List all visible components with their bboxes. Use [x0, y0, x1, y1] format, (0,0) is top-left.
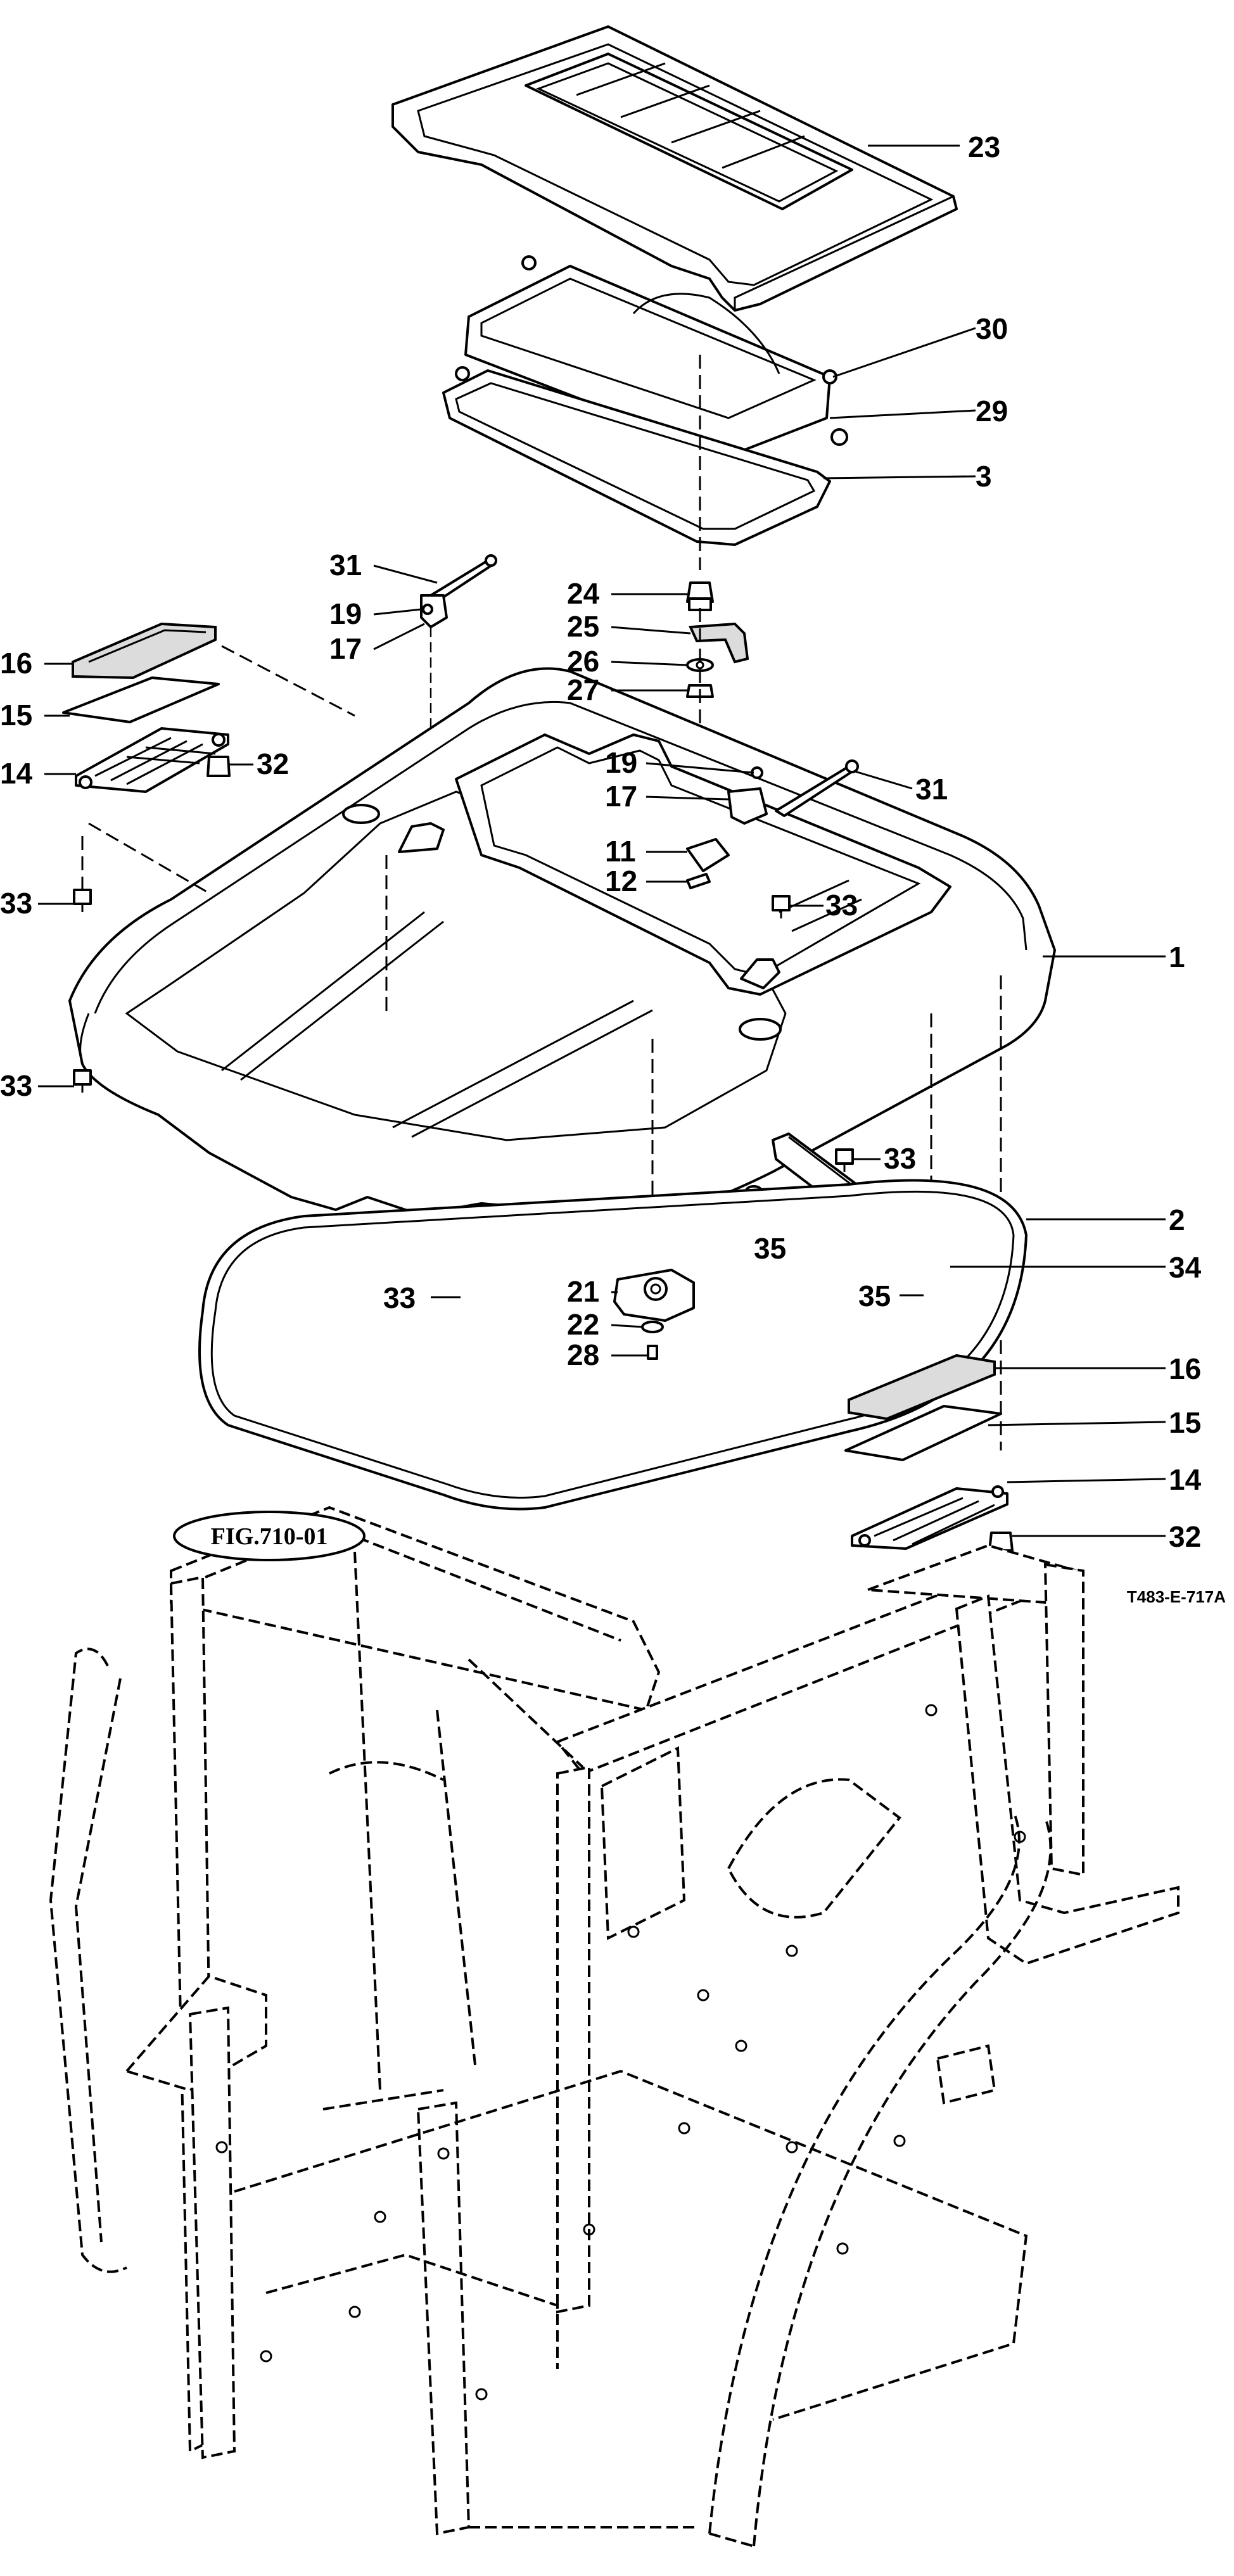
- callout-33-left-lower: 33: [0, 1069, 32, 1102]
- bolt-33-b: [73, 1069, 92, 1093]
- callout-28: 28: [567, 1338, 599, 1371]
- callout-15-left: 15: [0, 699, 32, 732]
- callout-12: 12: [605, 865, 637, 898]
- callout-35-right: 35: [858, 1279, 891, 1312]
- callout-33-center: 33: [383, 1281, 416, 1314]
- drawing-code: T483-E-717A: [1127, 1587, 1226, 1606]
- cab-frame: [49, 1506, 1180, 2547]
- callout-35-left: 35: [754, 1232, 786, 1265]
- callout-31-right: 31: [915, 773, 948, 806]
- bolt-33-d: [835, 1148, 854, 1172]
- callout-27: 27: [567, 673, 599, 706]
- callout-23: 23: [968, 130, 1000, 163]
- callout-32-left: 32: [257, 747, 289, 780]
- callout-29: 29: [976, 395, 1008, 428]
- leader-lines: [38, 144, 1166, 1537]
- callout-15-right: 15: [1169, 1406, 1201, 1439]
- callout-17-upper: 17: [329, 632, 362, 665]
- callout-labels: 23 30 29 3 31 19 17 24 25 26 27 16 15 14…: [0, 130, 1202, 1553]
- callout-33-left-upper: 33: [0, 887, 32, 920]
- handle-assembly: [686, 581, 749, 1007]
- callout-30: 30: [976, 312, 1008, 345]
- callout-31-upper: 31: [329, 549, 362, 581]
- callout-17-right: 17: [605, 780, 637, 813]
- callout-3: 3: [976, 460, 992, 493]
- callout-33-right-upper: 33: [825, 889, 858, 922]
- figure-reference[interactable]: FIG.710-01: [173, 1511, 366, 1561]
- callout-16-right: 16: [1169, 1352, 1201, 1385]
- callout-1: 1: [1169, 941, 1185, 974]
- roof-seal: [442, 355, 831, 570]
- callout-16-left: 16: [0, 647, 32, 680]
- callout-24: 24: [567, 577, 600, 610]
- figure-reference-oval[interactable]: [173, 1511, 366, 1561]
- callout-25: 25: [567, 610, 599, 643]
- roof-frame: [455, 255, 848, 457]
- callout-19-right: 19: [605, 746, 637, 779]
- callout-21: 21: [567, 1275, 599, 1308]
- callout-26: 26: [567, 645, 599, 678]
- figure-reference-label[interactable]: FIG.710-01: [211, 1523, 328, 1550]
- filter-stack-right: [844, 1354, 1014, 1552]
- floor-seal: [198, 1179, 1027, 1511]
- bolt-33-a: [73, 889, 92, 912]
- callout-2: 2: [1169, 1203, 1185, 1236]
- blower-assembly: [613, 1269, 695, 1360]
- callout-33-right-lower: 33: [884, 1142, 916, 1175]
- callout-14-left: 14: [0, 757, 33, 790]
- callout-14-right: 14: [1169, 1463, 1202, 1496]
- roof-cover-panel: [391, 25, 958, 312]
- filter-stack-left: [62, 622, 231, 793]
- gas-strut-right: [686, 759, 859, 889]
- callout-34: 34: [1169, 1251, 1202, 1284]
- bolt-33-c: [772, 895, 791, 918]
- callout-11: 11: [605, 835, 636, 868]
- bolt-30-left: [521, 255, 537, 270]
- callout-19-upper: 19: [329, 597, 362, 630]
- callout-22: 22: [567, 1308, 599, 1341]
- callout-32-right: 32: [1169, 1520, 1201, 1553]
- gas-strut-left: [420, 554, 497, 798]
